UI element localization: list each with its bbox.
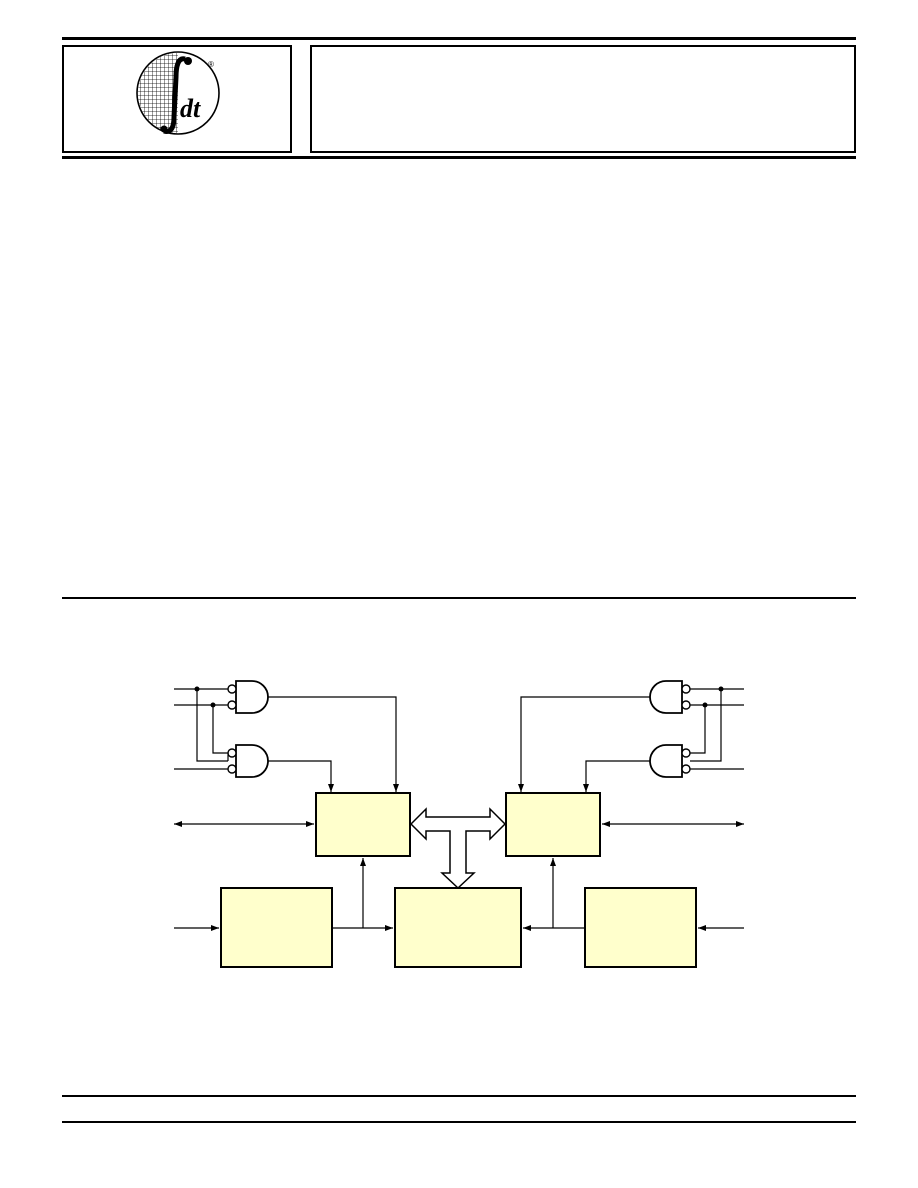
right-and-gate-bottom	[649, 744, 691, 778]
header-rule-top	[62, 37, 856, 40]
left-port-control-block	[315, 792, 411, 857]
left-address-decoder-block	[220, 887, 333, 968]
right-port-control-block	[505, 792, 601, 857]
section-divider	[62, 597, 856, 599]
logo-box: dt ®	[62, 45, 292, 153]
registered-mark: ®	[208, 60, 214, 69]
memory-array-block	[394, 887, 522, 968]
right-address-decoder-block	[584, 887, 697, 968]
left-gate-wiring	[174, 686, 399, 792]
data-bus-arrow	[409, 807, 507, 890]
idt-logo-icon: dt ®	[136, 51, 220, 135]
left-and-gate-bottom	[227, 744, 269, 778]
header-rule-bottom	[62, 156, 856, 159]
footer-rule-bottom	[62, 1121, 856, 1123]
right-and-gate-top	[649, 680, 691, 714]
svg-text:dt: dt	[180, 94, 201, 123]
footer-rule-top	[62, 1095, 856, 1097]
title-box	[310, 45, 856, 153]
left-and-gate-top	[227, 680, 269, 714]
right-gate-wiring	[518, 686, 744, 792]
